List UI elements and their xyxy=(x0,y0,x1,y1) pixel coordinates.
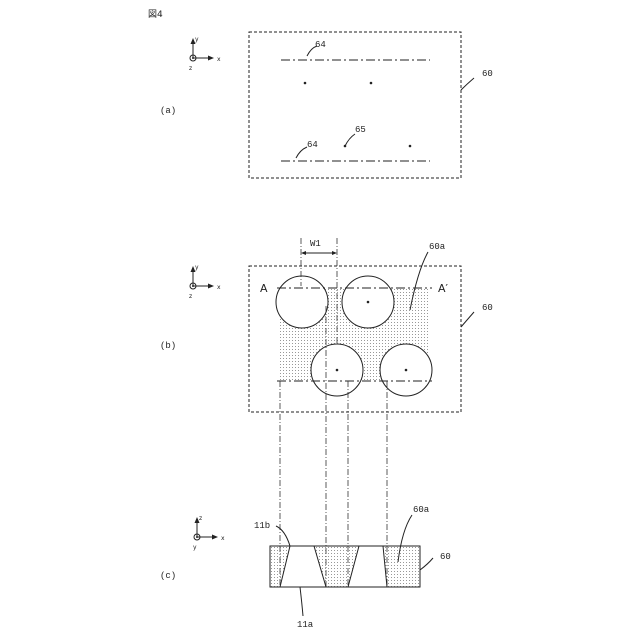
svg-text:x: x xyxy=(217,56,221,63)
ref-60-c: 60 xyxy=(440,552,451,562)
section-label-a: A xyxy=(260,282,268,295)
ref-11b: 11b xyxy=(254,521,270,531)
panel-label-b: (b) xyxy=(160,341,176,351)
ref-65: 65 xyxy=(355,125,366,135)
plate-a xyxy=(249,32,461,178)
panel-label-a: (a) xyxy=(160,106,176,116)
figure-label: 図4 xyxy=(148,9,163,20)
ref-64-bottom: 64 xyxy=(307,140,318,150)
svg-text:y: y xyxy=(195,264,199,271)
svg-text:z: z xyxy=(199,515,202,522)
svg-text:x: x xyxy=(221,535,225,542)
ref-11a: 11a xyxy=(297,620,314,630)
svg-text:y: y xyxy=(195,36,199,43)
section-label-a-prime: A′ xyxy=(438,282,449,295)
ref-60-b: 60 xyxy=(482,303,493,313)
svg-text:y: y xyxy=(193,544,197,551)
axis-indicator-a: y x z xyxy=(189,36,221,72)
panel-label-c: (c) xyxy=(160,571,176,581)
panel-c: z x y (c) 11b 11a 60a 60 xyxy=(160,505,451,630)
ref-60a-b: 60a xyxy=(429,242,446,252)
axis-indicator-c: z x y xyxy=(193,515,225,551)
width-label-w1: W1 xyxy=(310,239,321,249)
axis-indicator-b: y x z xyxy=(189,264,221,300)
panel-a: y x z (a) 64 64 65 60 xyxy=(160,32,493,178)
svg-text:x: x xyxy=(217,284,221,291)
ref-60-a: 60 xyxy=(482,69,493,79)
ref-64-top: 64 xyxy=(315,40,326,50)
panel-b: y x z (b) W1 A A′ 60a xyxy=(160,238,493,412)
svg-text:z: z xyxy=(189,65,192,72)
ref-60a-c: 60a xyxy=(413,505,430,515)
hole-circle xyxy=(276,276,328,328)
svg-text:z: z xyxy=(189,293,192,300)
